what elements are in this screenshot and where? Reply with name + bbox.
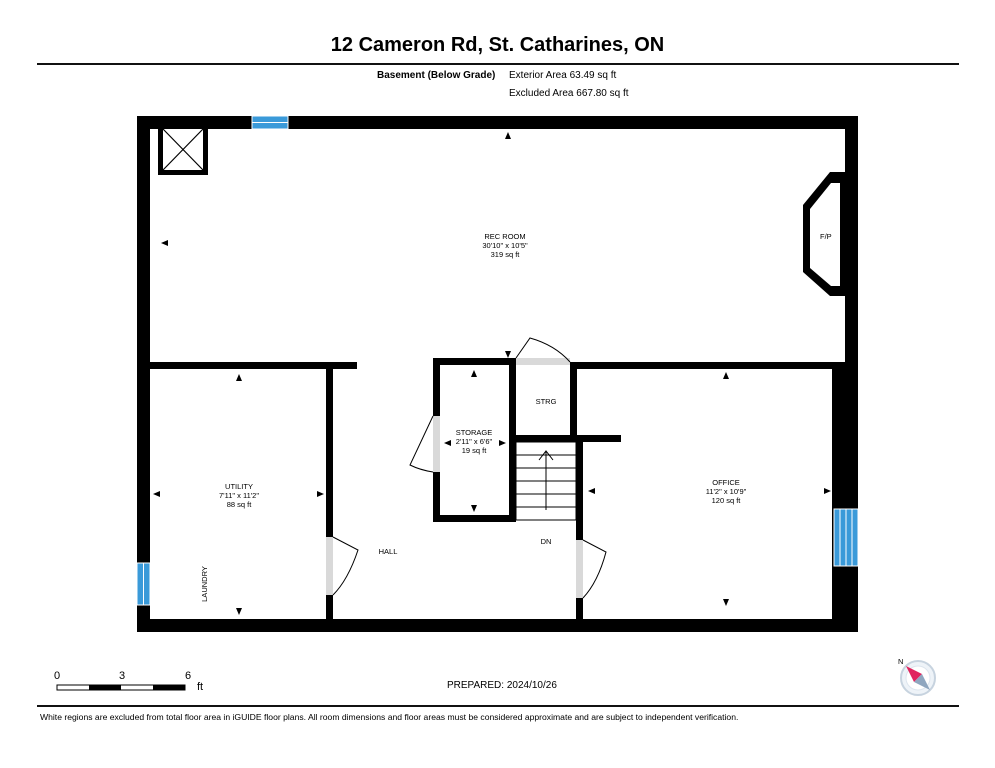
storage-name: STORAGE <box>456 428 493 437</box>
rec-room-name: REC ROOM <box>484 232 525 241</box>
scale-tick-6: 6 <box>185 670 192 682</box>
fireplace-label: F/P <box>820 232 832 241</box>
utility-area: 88 sq ft <box>227 500 253 509</box>
office-area: 120 sq ft <box>712 496 742 505</box>
office-name: OFFICE <box>712 478 740 487</box>
windows <box>136 115 859 606</box>
door-utility <box>326 536 359 596</box>
doors <box>326 337 607 599</box>
door-storage <box>409 415 440 473</box>
door-office <box>576 539 607 599</box>
stairs <box>515 441 577 521</box>
laundry-label: LAUNDRY <box>200 566 209 602</box>
office-dims: 11'2" x 10'9" <box>706 487 747 496</box>
disclaimer: White regions are excluded from total fl… <box>40 712 739 722</box>
scale-bar <box>56 684 186 691</box>
dimension-markers <box>153 132 831 615</box>
utility-name: UTILITY <box>225 482 253 491</box>
exterior-walls <box>137 116 858 632</box>
fireplace: F/P <box>803 172 845 296</box>
scale-tick-3: 3 <box>119 670 126 682</box>
scale-unit: ft <box>197 681 204 693</box>
rec-room-dims: 30'10" x 10'5" <box>482 241 528 250</box>
door-strg <box>515 337 571 365</box>
exterior-area: Exterior Area 63.49 sq ft <box>509 70 617 81</box>
interior-walls <box>150 129 845 625</box>
footer-divider <box>37 705 959 707</box>
room-labels: REC ROOM 30'10" x 10'5" 319 sq ft STORAG… <box>200 232 747 602</box>
hall-label: HALL <box>379 547 398 556</box>
page-title: 12 Cameron Rd, St. Catharines, ON <box>330 34 665 56</box>
storage-area: 19 sq ft <box>462 446 488 455</box>
compass-icon: N <box>898 657 936 696</box>
strg-name: STRG <box>536 397 557 406</box>
compass-label: N <box>898 657 903 666</box>
header-divider <box>37 63 959 65</box>
prepared-date: PREPARED: 2024/10/26 <box>447 680 557 691</box>
excluded-area: Excluded Area 667.80 sq ft <box>509 88 629 99</box>
utility-dims: 7'11" x 11'2" <box>219 491 259 500</box>
rec-room-area: 319 sq ft <box>491 250 521 259</box>
scale-tick-0: 0 <box>54 670 61 682</box>
stairs-dn-label: DN <box>541 537 552 546</box>
floor-name: Basement (Below Grade) <box>377 70 496 81</box>
storage-dims: 2'11" x 6'6" <box>456 437 493 446</box>
chimney-icon <box>162 128 204 171</box>
